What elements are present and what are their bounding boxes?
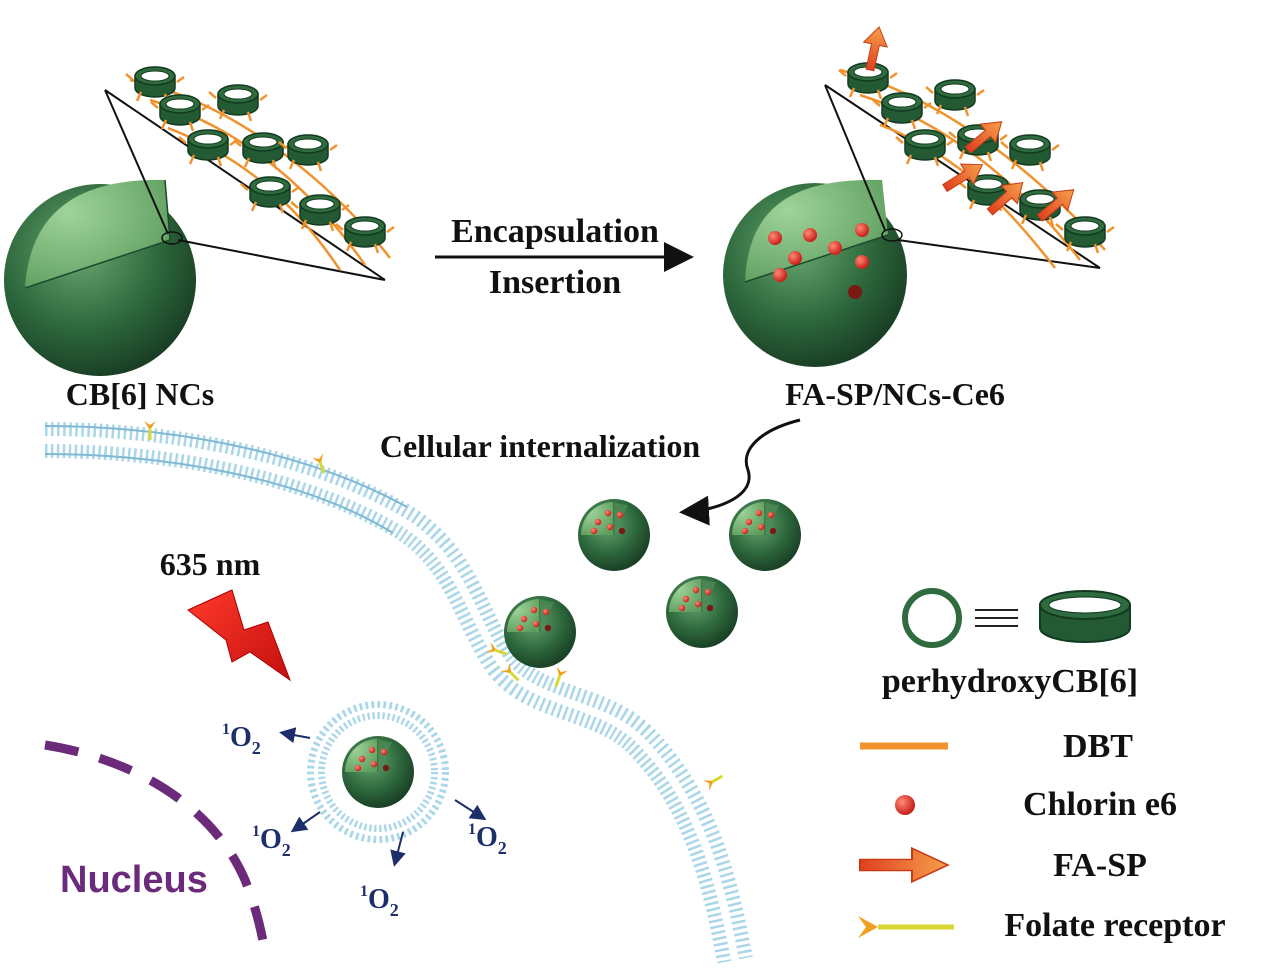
nucleus-boundary <box>44 740 271 961</box>
singlet-oxygen-1: 1O2 <box>222 721 261 758</box>
internalization-arrow <box>679 418 801 526</box>
legend-folate-icon <box>858 916 954 938</box>
legend-dbt-label: DBT <box>1063 728 1133 765</box>
encapsulation-label: Encapsulation <box>451 213 659 250</box>
singlet-oxygen-2: 1O2 <box>252 823 291 860</box>
insertion-label: Insertion <box>489 264 621 301</box>
fasp-ncs-ce6-label: FA-SP/NCs-Ce6 <box>785 376 1005 412</box>
legend-chlorin-label: Chlorin e6 <box>1023 786 1177 823</box>
singlet-oxygen-3: 1O2 <box>360 883 399 920</box>
singlet-oxygen-4: 1O2 <box>468 821 507 858</box>
legend-perhydroxycb6-icon <box>902 588 1131 648</box>
legend-chlorin-icon <box>895 795 915 815</box>
legend-fasp-label: FA-SP <box>1053 847 1147 884</box>
nucleus-label: Nucleus <box>60 859 208 901</box>
wavelength-label: 635 nm <box>160 546 261 582</box>
fasp-ncs-ce6-sphere <box>723 179 907 367</box>
cellular-internalization-label: Cellular internalization <box>380 428 700 464</box>
fasp-zoom-panel <box>824 23 1116 269</box>
legend-folate-label: Folate receptor <box>1004 907 1225 944</box>
legend-fasp-icon <box>859 847 949 883</box>
cb6-zoom-panel <box>104 65 396 281</box>
cb6-nc-sphere <box>4 179 196 376</box>
endosome <box>307 701 449 843</box>
singlet-oxygen-group: 1O2 1O2 1O2 1O2 <box>222 721 507 920</box>
cb6-ncs-label: CB[6] NCs <box>66 376 214 412</box>
legend: perhydroxyCB[6] DBT Chlorin e6 FA-SP Fol… <box>858 588 1226 944</box>
internalizing-nanocapsules <box>503 498 802 669</box>
legend-perhydroxycb6-label: perhydroxyCB[6] <box>882 663 1138 700</box>
light-bolt-icon <box>187 589 292 682</box>
